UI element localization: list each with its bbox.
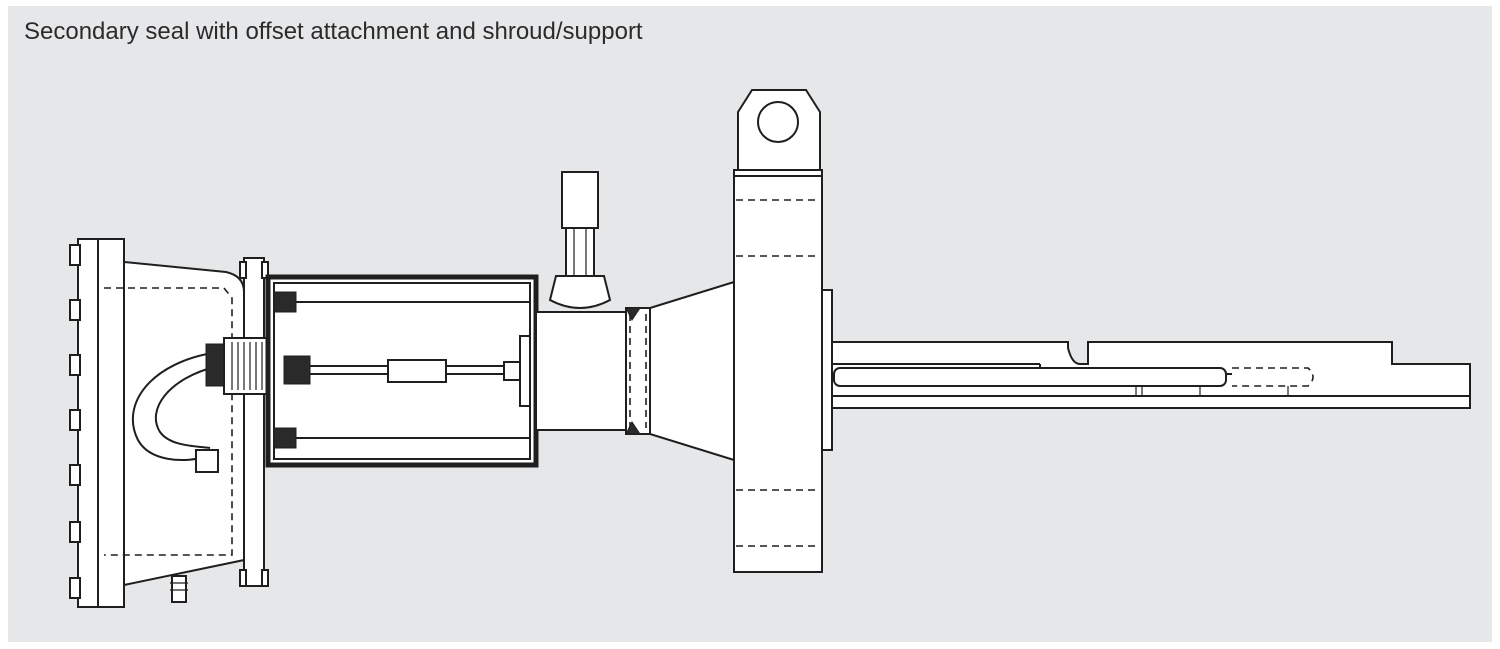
figure-title: Secondary seal with offset attachment an… bbox=[24, 18, 643, 45]
shroud bbox=[265, 274, 539, 468]
offset-attachment bbox=[535, 171, 651, 435]
wire-harness bbox=[132, 343, 227, 473]
conical-reducer bbox=[649, 280, 735, 462]
housing-body bbox=[104, 260, 245, 603]
housing-flange bbox=[69, 238, 125, 608]
seal-arm bbox=[831, 341, 1471, 409]
support-flange bbox=[733, 89, 833, 573]
